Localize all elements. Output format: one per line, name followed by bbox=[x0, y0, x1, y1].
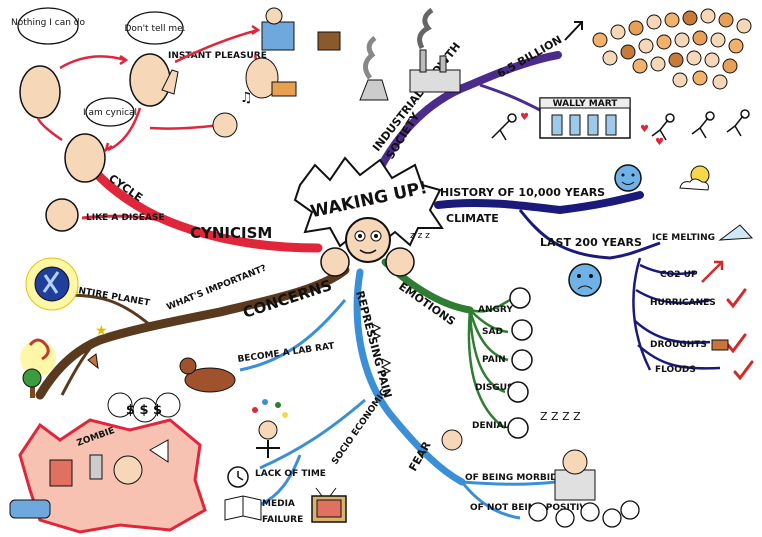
zombie-scene: ZOMBIE bbox=[9, 418, 207, 534]
emotion-item-1: SAD bbox=[482, 327, 503, 337]
scared-face-icon bbox=[441, 429, 463, 451]
morbid-person bbox=[554, 449, 596, 501]
bubble-1: Don't tell me. bbox=[124, 24, 185, 34]
ark-icon bbox=[711, 339, 729, 351]
failure-label: FAILURE bbox=[262, 515, 303, 525]
rat-icon bbox=[179, 357, 236, 393]
disease-label: LIKE A DISEASE bbox=[86, 213, 164, 223]
music-man-icon: ♫ bbox=[212, 90, 253, 138]
instant-pleasure-label: INSTANT PLEASURE bbox=[168, 51, 267, 61]
sun-icon bbox=[679, 165, 710, 191]
svg-text:♫: ♫ bbox=[240, 90, 253, 106]
center-node: WAKING UP! z z z bbox=[293, 156, 444, 277]
emotion-item-4: DENIAL bbox=[472, 421, 509, 431]
cynicism-label: CYNICISM bbox=[190, 224, 272, 242]
sad-earth-icon bbox=[568, 263, 602, 297]
history-label: HISTORY OF 10,000 YEARS bbox=[440, 186, 605, 199]
cynic-faces bbox=[19, 53, 179, 183]
sleepy-face-left bbox=[320, 247, 350, 277]
concerns-branch bbox=[35, 265, 350, 400]
dollar-icon: $ $ $ bbox=[107, 392, 181, 423]
sick-face-icon bbox=[45, 198, 79, 232]
emotion-faces bbox=[507, 287, 533, 439]
lab-rat-label: BECOME A LAB RAT bbox=[237, 341, 336, 365]
climate-item-1: CO2 UP bbox=[660, 270, 698, 280]
zigzag-marks bbox=[370, 323, 392, 376]
snore-text: Z Z Z Z bbox=[540, 410, 581, 423]
morbid-branch bbox=[461, 480, 556, 486]
money-label: $ $ $ bbox=[126, 403, 162, 418]
socio-branch bbox=[259, 398, 366, 470]
eating-man-icon bbox=[245, 57, 297, 99]
store-label: WALLY MART bbox=[553, 99, 619, 109]
hand-stop-icon bbox=[161, 69, 179, 95]
nature-icons: ★ bbox=[20, 323, 108, 398]
crowd-faces bbox=[592, 8, 752, 90]
planet-sub-branch bbox=[60, 341, 97, 396]
factory-icon bbox=[409, 7, 461, 93]
repressing-pain-branch bbox=[353, 268, 466, 486]
sleepy-face-right bbox=[385, 247, 415, 277]
climate-item-2: HURRICANES bbox=[650, 298, 716, 308]
climate-branch bbox=[434, 191, 644, 215]
climate-sub-branches bbox=[632, 257, 721, 371]
svg-text:z z z: z z z bbox=[410, 231, 430, 241]
media-label: MEDIA bbox=[262, 499, 295, 509]
hearts-icon: ♥ ♥ ♥ bbox=[520, 112, 664, 148]
up-red-arrow-icon bbox=[701, 260, 724, 283]
climate-item-4: FLOODS bbox=[655, 365, 696, 375]
entire-planet-label: ENTIRE PLANET bbox=[71, 285, 151, 309]
svg-text:♥: ♥ bbox=[520, 112, 529, 123]
juggler-icon bbox=[252, 399, 288, 458]
center-face bbox=[345, 217, 391, 263]
store-icon: WALLY MART bbox=[539, 97, 631, 139]
climate-item-3: DROUGHTS bbox=[650, 340, 707, 350]
clock-icon bbox=[227, 466, 249, 488]
positive-faces bbox=[528, 500, 640, 528]
last200-label: LAST 200 YEARS bbox=[540, 236, 642, 249]
book-icon bbox=[224, 495, 262, 521]
emotion-item-0: ANGRY bbox=[478, 305, 513, 315]
earth-icon bbox=[25, 257, 79, 311]
concerns-label: CONCERNS bbox=[241, 276, 335, 322]
climate-item-0: ICE MELTING bbox=[652, 233, 715, 243]
cynicism-branch bbox=[85, 160, 323, 253]
svg-text:★: ★ bbox=[95, 323, 108, 339]
svg-text:♥: ♥ bbox=[640, 124, 649, 135]
tv-watcher-icon bbox=[261, 7, 341, 51]
lack-of-time-label: LACK OF TIME bbox=[255, 469, 326, 479]
tv-icon bbox=[311, 487, 347, 523]
emotion-sub-branches bbox=[467, 298, 511, 430]
starburst-shape bbox=[293, 156, 444, 250]
socio-label: SOCIO ECONOMIC bbox=[330, 387, 390, 466]
emotion-item-2: PAIN bbox=[482, 355, 506, 365]
dancers-icon bbox=[491, 109, 750, 141]
up-arrow-icon bbox=[564, 21, 583, 41]
power-plant-icon bbox=[359, 35, 389, 101]
last200-branch bbox=[518, 209, 661, 260]
disease-branch bbox=[81, 214, 171, 224]
emotion-item-3: DISGUST bbox=[475, 383, 520, 393]
wally-branch bbox=[479, 83, 541, 112]
iceberg-icon bbox=[718, 224, 754, 241]
bubble-2: I am cynical bbox=[83, 108, 137, 118]
society-branch bbox=[374, 51, 562, 176]
fear-item-0: OF BEING MORBID bbox=[465, 473, 558, 483]
positive-branch bbox=[460, 481, 521, 520]
speech-bubbles: Nothing I can do Don't tell me. I am cyn… bbox=[11, 7, 186, 127]
lab-rat-branch bbox=[239, 299, 347, 372]
media-branch bbox=[259, 454, 302, 507]
bubble-0: Nothing I can do bbox=[11, 18, 86, 28]
climate-label: CLIMATE bbox=[446, 212, 499, 225]
earth-icon-smiling bbox=[614, 164, 642, 192]
checkmark-icons bbox=[726, 288, 754, 381]
svg-text:♥: ♥ bbox=[655, 137, 664, 148]
